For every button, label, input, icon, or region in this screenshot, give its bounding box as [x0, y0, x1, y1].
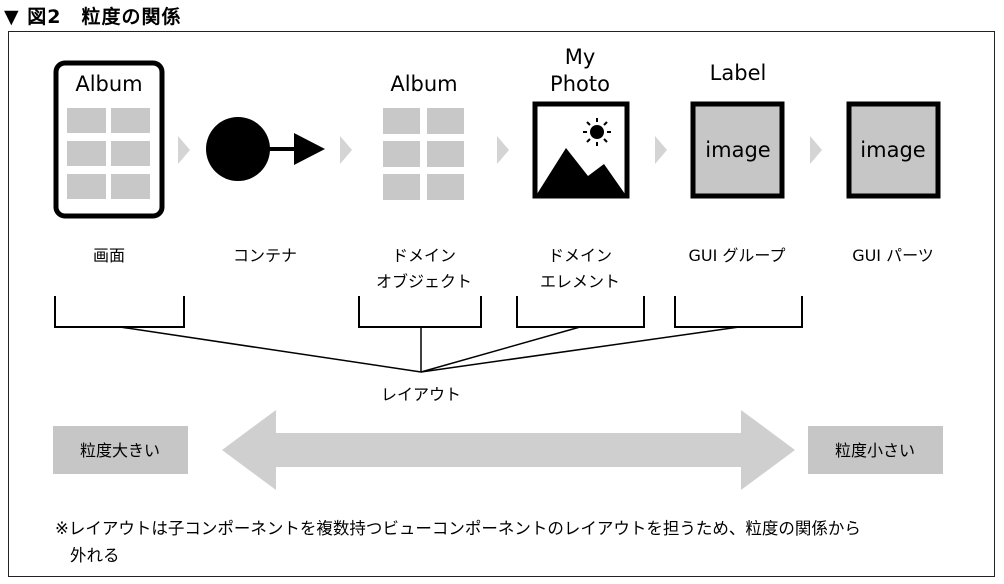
- level-label-domain-element-1: ドメイン: [548, 246, 612, 265]
- coarse-granularity-box: [53, 426, 188, 474]
- chevron-right-icon: [655, 136, 667, 164]
- footnote-line2: 外れる: [70, 546, 120, 565]
- level-label-domain-object-1: ドメイン: [392, 246, 456, 265]
- group-image-label: image: [705, 138, 770, 162]
- chevron-right-icon: [340, 136, 352, 164]
- level-label-container: コンテナ: [233, 246, 297, 265]
- domain-object-icon: Album: [383, 72, 464, 200]
- fine-granularity-box: [808, 426, 943, 474]
- group-title: Label: [710, 61, 767, 85]
- bracket: [516, 296, 645, 328]
- element-title-line2: Photo: [550, 72, 610, 96]
- object-title: Album: [390, 72, 457, 96]
- mountain-icon: [537, 148, 625, 194]
- double-arrow-icon: [222, 410, 795, 490]
- chevron-right-icon: [178, 136, 190, 164]
- screen-title: Album: [75, 72, 142, 96]
- container-icon: [206, 117, 325, 181]
- layout-connectors: [119, 326, 740, 373]
- bracket: [54, 296, 185, 328]
- footnote: ※レイアウトは子コンポーネントを複数持つビューコンポーネントのレイアウトを担うた…: [55, 515, 935, 569]
- figure-title: ▼ 図2 粒度の関係: [4, 6, 182, 28]
- chevron-right-icon: [497, 136, 509, 164]
- level-label-domain-object-2: オブジェクト: [376, 272, 472, 291]
- level-label-gui-parts: GUI パーツ: [852, 246, 934, 265]
- fine-granularity-label: 粒度小さい: [835, 441, 915, 460]
- gui-parts-icon: image: [846, 101, 941, 199]
- screen-icon: Album: [53, 60, 165, 219]
- element-title-line1: My: [565, 45, 596, 69]
- footnote-line1: ※レイアウトは子コンポーネントを複数持つビューコンポーネントのレイアウトを担うた…: [55, 519, 861, 538]
- chevron-right-icon: [810, 136, 822, 164]
- domain-element-icon: My Photo: [532, 45, 630, 199]
- layout-label: レイアウト: [381, 385, 461, 404]
- bracket: [358, 296, 482, 328]
- level-label-screen: 画面: [93, 246, 125, 265]
- bracket: [674, 296, 803, 328]
- figure-frame: [8, 31, 995, 577]
- sun-icon: [583, 118, 611, 146]
- layout-brackets: [54, 296, 803, 328]
- level-label-gui-group: GUI グループ: [689, 246, 786, 265]
- gui-group-icon: Label image: [690, 61, 785, 199]
- parts-image-label: image: [860, 138, 925, 162]
- level-label-domain-element-2: エレメント: [540, 272, 620, 291]
- chevrons: [178, 136, 822, 164]
- coarse-granularity-label: 粒度大きい: [80, 441, 160, 460]
